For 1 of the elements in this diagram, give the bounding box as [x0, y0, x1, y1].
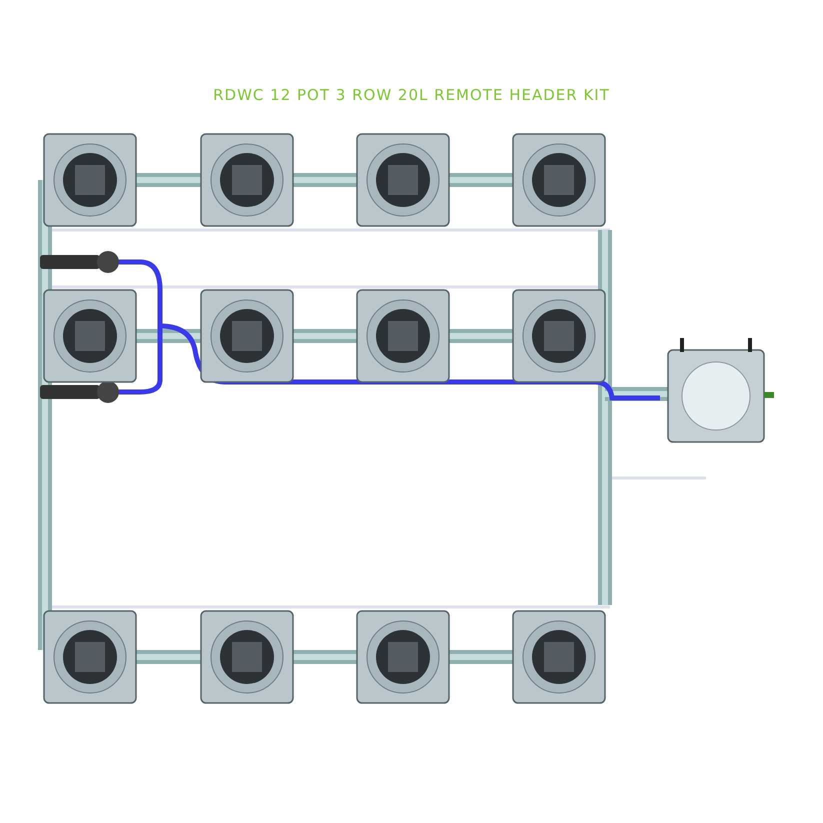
diagram-title: RDWC 12 POT 3 ROW 20L REMOTE HEADER KIT: [213, 86, 610, 104]
